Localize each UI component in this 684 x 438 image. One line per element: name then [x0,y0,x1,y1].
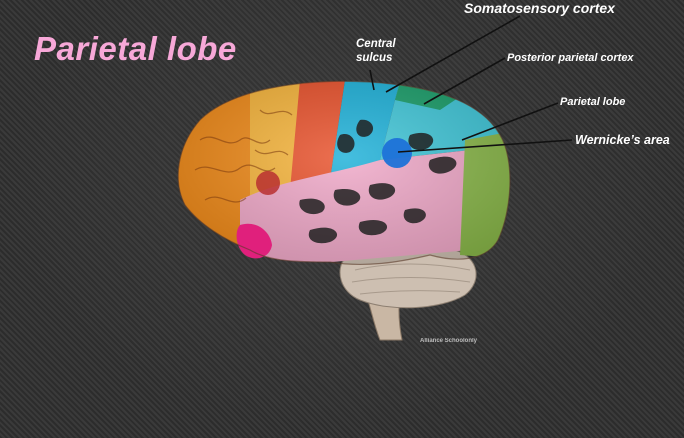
watermark: Alliance Schoolonly [420,338,478,344]
temporal-pole [236,223,272,259]
label-central-sulcus-line2: sulcus [356,52,393,64]
leader-parietal-lobe [461,102,559,141]
label-somatosensory-cortex: Somatosensory cortex [464,0,615,16]
leader-posterior-parietal [423,57,506,105]
brocas-area-spot [256,171,280,195]
label-central-sulcus: Central sulcus [356,37,396,65]
label-central-sulcus-line1: Central [356,38,396,50]
leader-wernicke [397,139,573,153]
label-parietal-lobe: Parietal lobe [560,96,626,108]
label-wernickes-area: Wernicke’s area [575,133,670,147]
leader-somatosensory [385,15,521,93]
wernickes-area-spot [382,138,412,168]
leader-central-sulcus [369,69,375,91]
label-posterior-parietal-cortex: Posterior parietal cortex [507,52,634,64]
page-title: Parietal lobe [34,30,237,67]
